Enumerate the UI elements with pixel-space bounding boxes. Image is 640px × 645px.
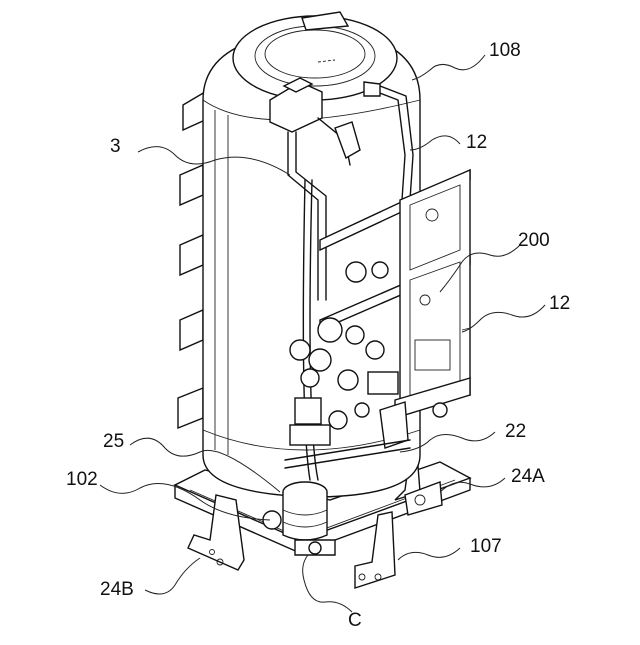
label-25: 25 (103, 432, 124, 451)
label-3: 3 (110, 137, 121, 156)
label-108: 108 (489, 41, 521, 60)
label-200: 200 (518, 231, 550, 250)
label-107: 107 (470, 537, 502, 556)
label-12-top: 12 (466, 133, 487, 152)
label-102: 102 (66, 470, 98, 489)
label-22: 22 (505, 422, 526, 441)
label-12-right: 12 (549, 294, 570, 313)
label-24B: 24B (100, 580, 134, 599)
label-C: C (348, 611, 362, 630)
label-24A: 24A (511, 467, 545, 486)
